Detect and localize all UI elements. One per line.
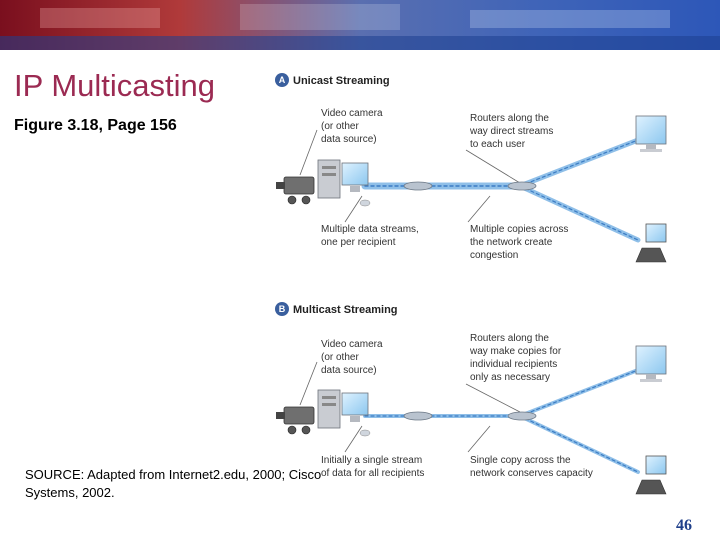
header-banner bbox=[0, 0, 720, 50]
panel-b-badge-letter: B bbox=[279, 304, 286, 314]
panel-a-streams-label-1: Multiple data streams, bbox=[321, 224, 419, 235]
panel-b-camera-label-3: data source) bbox=[321, 365, 377, 376]
panel-a-camera-label-3: data source) bbox=[321, 134, 377, 145]
panel-b-heading: Multicast Streaming bbox=[293, 304, 398, 316]
panel-a-camera-label-1: Video camera bbox=[321, 108, 383, 119]
panel-b-copy-label-2: network conserves capacity bbox=[470, 468, 593, 479]
panel-b-routers-label-2: way make copies for bbox=[469, 346, 562, 357]
panel-b-copy-label-1: Single copy across the bbox=[470, 455, 571, 466]
server-computer-icon bbox=[317, 389, 371, 437]
desktop-monitor-icon bbox=[635, 115, 667, 152]
panel-b-camera-label-1: Video camera bbox=[321, 339, 383, 350]
panel-a-routers-label-3: to each user bbox=[470, 139, 526, 150]
panel-b-routers-label-3: individual recipients bbox=[470, 359, 557, 370]
video-camera-icon bbox=[276, 406, 315, 435]
panel-a-camera-label-2: (or other bbox=[321, 121, 359, 132]
panel-b-routers-label-4: only as necessary bbox=[470, 372, 550, 383]
panel-b-camera-label-2: (or other bbox=[321, 352, 359, 363]
banner-graphic bbox=[0, 0, 720, 50]
panel-a-copies-label-3: congestion bbox=[470, 250, 518, 261]
panel-a-routers-label-1: Routers along the bbox=[470, 113, 549, 124]
panel-a-streams-label-2: one per recipient bbox=[321, 237, 396, 248]
video-camera-icon bbox=[276, 176, 315, 205]
slide-subtitle: Figure 3.18, Page 156 bbox=[14, 117, 177, 134]
server-computer-icon bbox=[317, 159, 371, 207]
panel-a-badge-letter: A bbox=[279, 75, 286, 85]
router-icon bbox=[507, 411, 537, 421]
panel-a-unicast: A Unicast Streaming Video camera (or oth… bbox=[275, 73, 667, 263]
panel-b-routers-label-1: Routers along the bbox=[470, 333, 549, 344]
laptop-icon bbox=[635, 455, 667, 495]
panel-b-stream-label-1: Initially a single stream bbox=[321, 455, 422, 466]
router-icon bbox=[507, 181, 537, 191]
desktop-monitor-icon bbox=[635, 345, 667, 382]
panel-b-badge bbox=[275, 302, 289, 316]
panel-b-multicast: B Multicast Streaming Video camera (or o… bbox=[275, 302, 667, 495]
source-note: SOURCE: Adapted from Internet2.edu, 2000… bbox=[25, 467, 322, 500]
panel-a-routers-label-2: way direct streams bbox=[469, 126, 553, 137]
panel-b-stream-label-2: of data for all recipients bbox=[321, 468, 424, 479]
panel-a-copies-label-1: Multiple copies across bbox=[470, 224, 568, 235]
page-number: 46 bbox=[676, 517, 692, 534]
panel-a-badge bbox=[275, 73, 289, 87]
panel-a-heading: Unicast Streaming bbox=[293, 75, 390, 87]
laptop-icon bbox=[635, 223, 667, 263]
panel-b-data-stream bbox=[363, 368, 640, 474]
router-icon bbox=[403, 411, 433, 421]
slide-title: IP Multicasting bbox=[14, 68, 216, 103]
router-icon bbox=[403, 181, 433, 191]
panel-a-copies-label-2: the network create bbox=[470, 237, 553, 248]
